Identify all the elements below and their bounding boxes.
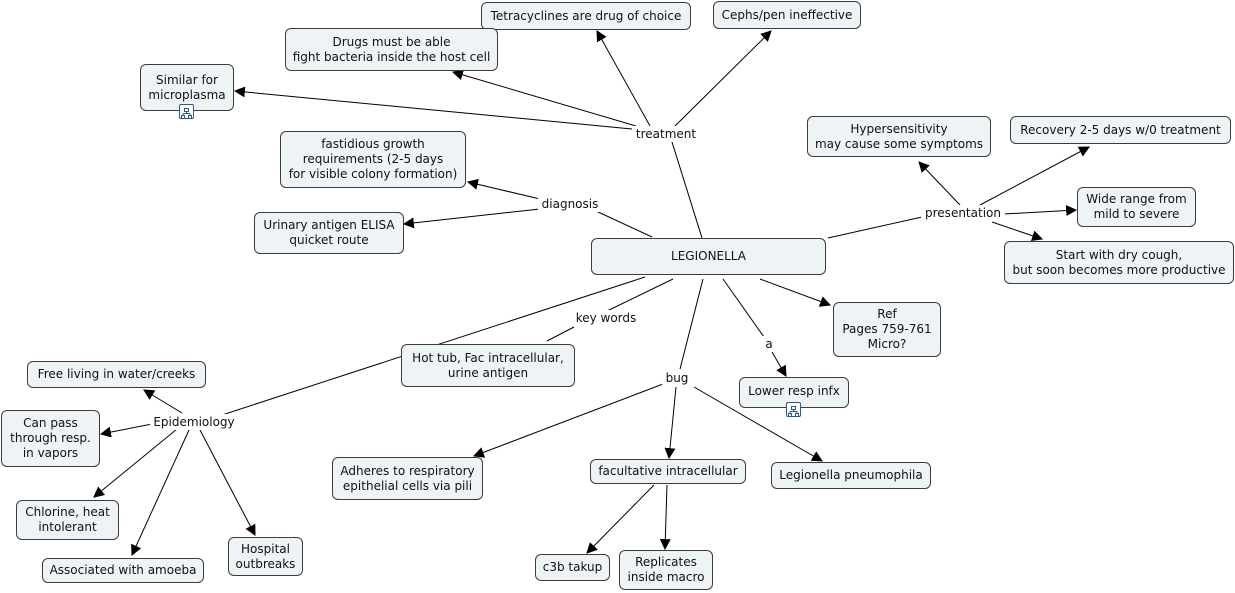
link-treatment[interactable]: treatment xyxy=(632,126,700,142)
concept-legionella-pneumophila[interactable]: Legionella pneumophila xyxy=(771,462,931,489)
concept-dry-cough[interactable]: Start with dry cough, but soon becomes m… xyxy=(1004,241,1234,284)
link-key-words[interactable]: key words xyxy=(571,310,641,326)
edge-epidemiology-free-living xyxy=(143,389,183,414)
concept-hospital[interactable]: Hospital outbreaks xyxy=(228,537,303,576)
edge-legionella-diagnosis xyxy=(595,210,653,238)
concept-wide-range[interactable]: Wide range from mild to severe xyxy=(1077,187,1196,227)
concept-can-pass[interactable]: Can pass through resp. in vapors xyxy=(1,410,100,467)
concept-tetracyclines[interactable]: Tetracyclines are drug of choice xyxy=(481,2,691,30)
edge-epidemiology-hospital xyxy=(199,429,256,536)
concept-c3b[interactable]: c3b takup xyxy=(535,554,610,581)
concept-free-living[interactable]: Free living in water/creeks xyxy=(27,361,206,388)
link-bug[interactable]: bug xyxy=(662,370,692,386)
concept-map-resource-icon[interactable] xyxy=(786,402,801,417)
concept-microplasma[interactable]: Similar for microplasma xyxy=(140,64,234,111)
concept-chlorine[interactable]: Chlorine, heat intolerant xyxy=(16,500,119,540)
concept-hot-tub[interactable]: Hot tub, Fac intracellular, urine antige… xyxy=(401,344,575,387)
concept-adheres[interactable]: Adheres to respiratory epithelial cells … xyxy=(332,457,483,500)
concept-fastidious[interactable]: fastidious growth requirements (2-5 days… xyxy=(280,131,466,188)
edge-presentation-dry-cough xyxy=(991,221,1044,242)
edge-bug-pneumophila xyxy=(693,386,823,462)
concept-ref[interactable]: Ref Pages 759-761 Micro? xyxy=(833,302,941,357)
edge-treatment-cephs xyxy=(674,30,772,127)
link-diagnosis[interactable]: diagnosis xyxy=(538,196,602,212)
edge-facultative-c3b xyxy=(586,484,655,554)
concept-legionella[interactable]: LEGIONELLA xyxy=(591,238,826,275)
edge-presentation-wide-range xyxy=(1003,205,1078,217)
link-a[interactable]: a xyxy=(761,336,777,352)
edge-legionella-presentation xyxy=(827,216,923,239)
concept-replicates[interactable]: Replicates inside macro xyxy=(619,550,713,590)
edge-legionella-ref xyxy=(759,278,832,307)
concept-amoeba[interactable]: Associated with amoeba xyxy=(42,558,204,583)
edge-bug-adheres xyxy=(472,383,664,458)
concept-cephs-pen[interactable]: Cephs/pen ineffective xyxy=(713,1,861,29)
edge-epidemiology-chlorine xyxy=(93,428,178,498)
edge-legionella-bug xyxy=(679,278,704,370)
concept-drugs-inside[interactable]: Drugs must be able fight bacteria inside… xyxy=(285,28,498,71)
edge-a-lower-resp xyxy=(771,351,787,377)
edge-presentation-hypersensitivity xyxy=(918,161,961,206)
edge-epidemiology-amoeba xyxy=(131,429,190,557)
concept-urinary-elisa[interactable]: Urinary antigen ELISA quicket route xyxy=(254,212,404,254)
edge-facultative-replicates xyxy=(659,484,671,551)
link-presentation[interactable]: presentation xyxy=(921,205,1005,221)
link-epidemiology[interactable]: Epidemiology xyxy=(150,414,238,430)
edge-treatment-tetracyclines xyxy=(596,30,651,127)
concept-recovery[interactable]: Recovery 2-5 days w/0 treatment xyxy=(1010,116,1231,144)
edge-bug-facultative xyxy=(664,386,677,460)
concept-hypersensitivity[interactable]: Hypersensitivity may cause some symptoms xyxy=(807,116,991,157)
edge-epidemiology-can-pass xyxy=(99,423,153,438)
edge-treatment-drugs xyxy=(451,69,637,127)
edge-legionella-a xyxy=(722,278,765,338)
edge-diagnosis-urinary xyxy=(402,208,541,229)
concept-map-resource-icon[interactable] xyxy=(179,104,194,119)
concept-facultative[interactable]: facultative intracellular xyxy=(590,459,746,484)
edge-legionella-treatment xyxy=(671,141,703,239)
hierarchy-glyph xyxy=(788,406,799,417)
edge-treatment-microplasma xyxy=(233,86,633,130)
edge-presentation-recovery xyxy=(979,146,1090,206)
hierarchy-glyph xyxy=(181,108,192,119)
edge-legionella-key-words xyxy=(604,278,674,313)
edge-key-words-hot-tub xyxy=(546,326,575,342)
edge-diagnosis-fastidious xyxy=(466,178,541,200)
